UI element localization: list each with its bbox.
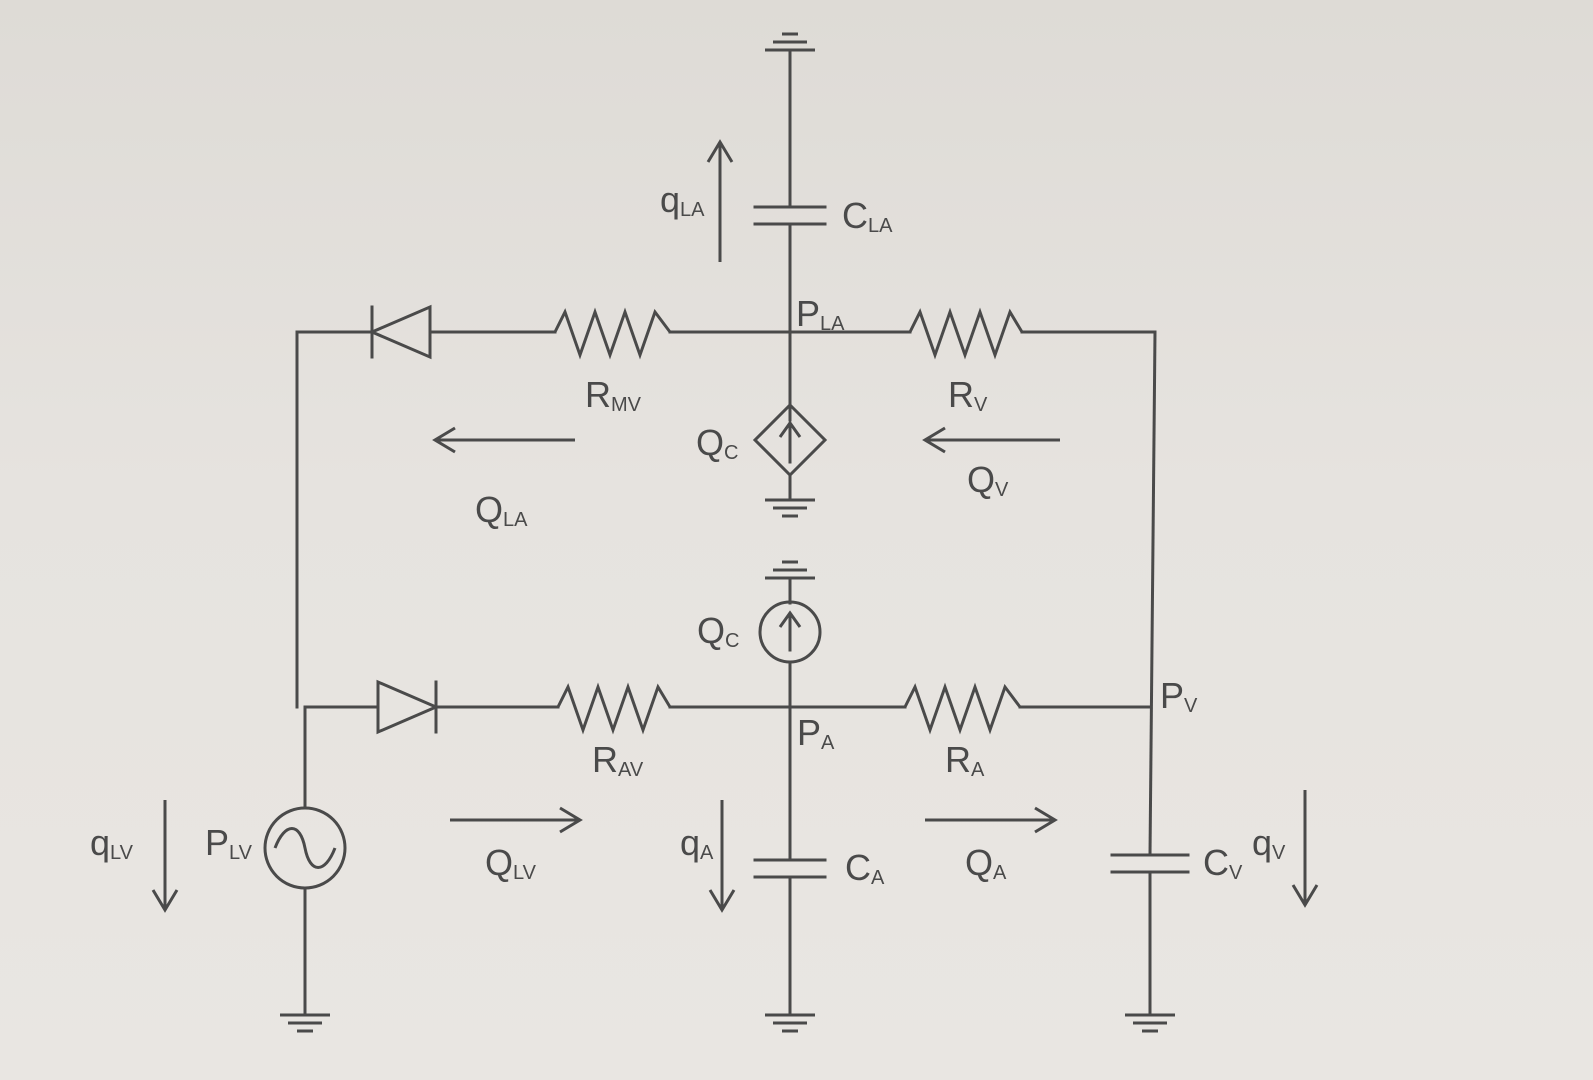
ground-top — [765, 32, 815, 52]
ground-mid — [765, 498, 815, 518]
arrow-q-la-flow — [432, 426, 575, 454]
label-c-v: CV — [1203, 842, 1243, 884]
label-p-a: PA — [797, 712, 835, 754]
label-q-v: qV — [1252, 822, 1286, 864]
label-p-lv: PLV — [205, 822, 253, 864]
ground-right — [1125, 1013, 1175, 1033]
arrow-q-a-flow — [925, 806, 1058, 834]
arrow-q-lv-flow — [450, 806, 583, 834]
resistor-rav — [556, 682, 672, 735]
label-p-la: PLA — [796, 293, 845, 335]
label-p-v: PV — [1160, 675, 1198, 717]
label-r-mv: RMV — [585, 374, 642, 416]
label-r-av: RAV — [592, 739, 644, 781]
resistor-rv — [908, 307, 1024, 360]
diode-mitral — [368, 304, 432, 360]
arrow-q-v — [1291, 790, 1319, 908]
label-r-v: RV — [948, 374, 988, 416]
resistor-ra — [903, 682, 1022, 735]
label-q-a-flow: QA — [965, 842, 1007, 884]
label-q-v-flow: QV — [967, 459, 1009, 501]
label-c-a: CA — [845, 847, 885, 889]
ground-middle-bottom — [765, 1013, 815, 1033]
voltage-source-plv — [263, 806, 347, 890]
label-q-lv: qLV — [90, 822, 134, 864]
wire-right-vertical — [1148, 330, 1157, 857]
label-q-lv-flow: QLV — [485, 842, 537, 884]
ground-left — [280, 1013, 330, 1033]
label-c-la: CLA — [842, 195, 893, 237]
label-q-a: qA — [680, 822, 714, 864]
capacitor-cla — [753, 205, 827, 226]
arrow-q-la — [706, 139, 734, 262]
label-q-la: qLA — [660, 179, 705, 221]
ground-lower-mid — [765, 560, 815, 580]
arrow-q-a — [708, 800, 736, 913]
label-q-la-flow: QLA — [475, 489, 528, 531]
label-q-c-bottom: QC — [697, 610, 739, 652]
capacitor-cv — [1110, 853, 1190, 874]
current-source-qc — [758, 600, 822, 664]
diode-aortic — [376, 679, 440, 735]
arrow-q-v-flow — [922, 426, 1060, 454]
label-q-c-top: QC — [696, 422, 738, 464]
resistor-rmv — [553, 307, 672, 360]
arrow-q-lv — [151, 800, 179, 913]
capacitor-ca — [753, 858, 827, 879]
label-r-a: RA — [945, 739, 985, 781]
